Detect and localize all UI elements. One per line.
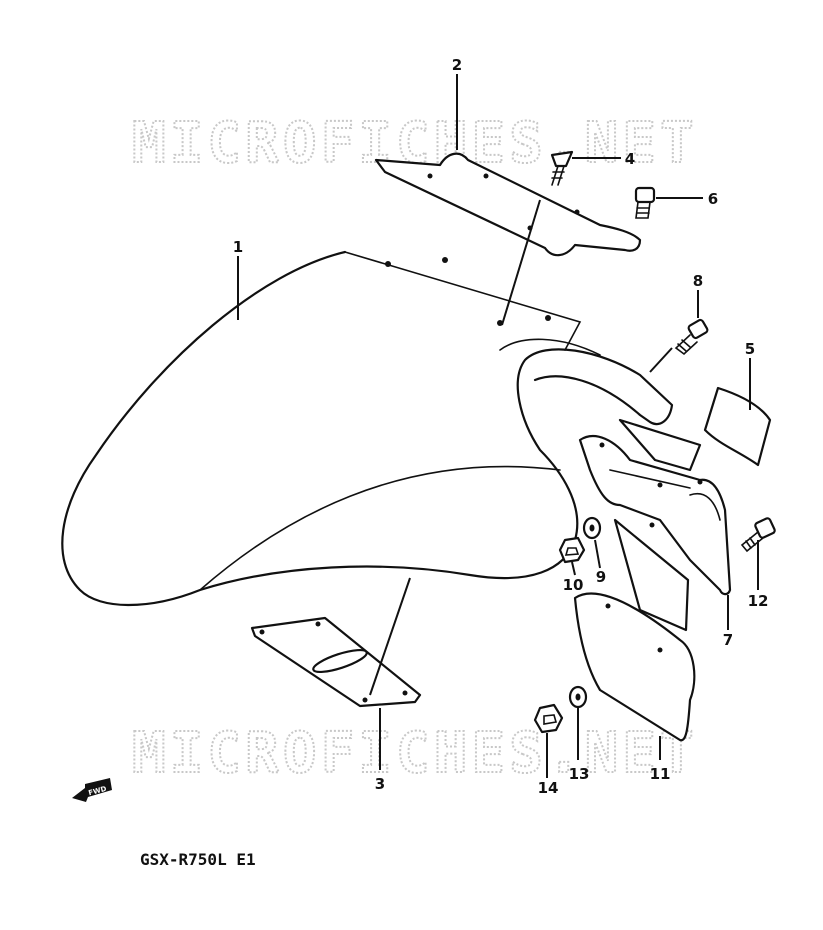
nut-14 [533,703,564,734]
callout-6: 6 [708,190,718,208]
fender-hole [545,315,551,321]
bracket-hole [315,621,321,627]
bracket-hole [259,629,265,635]
mud-flap-11 [573,592,696,742]
bracket-hole [574,209,580,215]
front-arrow-icon: FWD [72,778,112,802]
callout-10: 10 [563,576,584,594]
stay-7 [578,435,732,596]
flap-hole [657,647,663,653]
washer-9 [582,516,602,540]
bolt-12 [740,517,776,553]
stay-hole [697,479,703,485]
stay-hole [657,482,663,488]
callout-7: 7 [723,631,733,649]
callout-4: 4 [625,150,635,168]
fender-hole [442,257,448,263]
callout-2: 2 [452,56,462,74]
model-label: GSX-R750L E1 [140,850,256,869]
bracket-hole [362,697,368,703]
screw-4 [550,150,574,186]
washer-13 [568,685,588,709]
pad-5 [703,386,772,467]
callout-14: 14 [538,779,559,797]
lower-bracket [250,616,422,708]
bracket-hole [483,173,489,179]
leader-lines [237,74,759,778]
callout-1: 1 [233,238,243,256]
watermark-bottom: MICROFICHES.NET [132,721,698,786]
bolt-8 [674,318,709,356]
front-fender [61,250,674,607]
callout-11: 11 [650,765,671,783]
stay-hole [599,442,605,448]
bolt-6 [634,186,656,219]
callout-3: 3 [375,775,385,793]
bracket-hole [427,173,433,179]
fender-rear-panel [613,418,702,632]
callout-5: 5 [745,340,755,358]
stay-hole [649,522,655,528]
fender-hole [385,261,391,267]
callout-13: 13 [569,765,590,783]
nut-10 [558,536,586,564]
callout-8: 8 [693,272,703,290]
bracket-hole [402,690,408,696]
callout-9: 9 [596,568,606,586]
callout-12: 12 [748,592,769,610]
flap-hole [605,603,611,609]
